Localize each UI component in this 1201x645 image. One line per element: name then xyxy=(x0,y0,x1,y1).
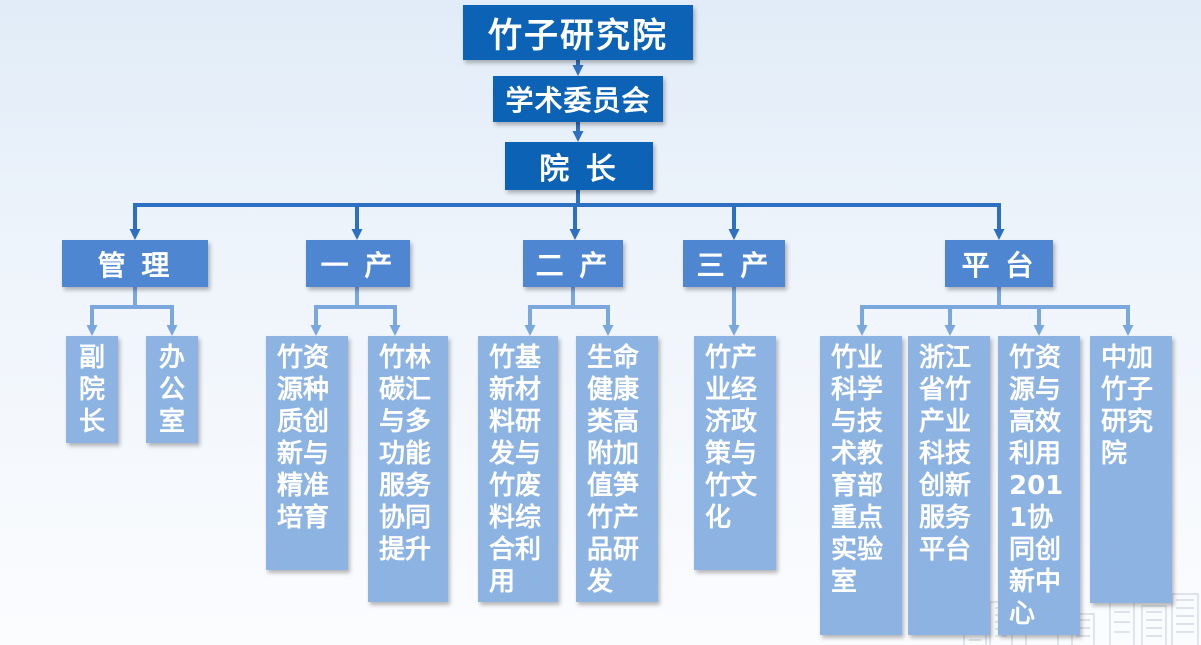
unit-line: 公 xyxy=(158,375,185,405)
unit-line: 竹废 xyxy=(489,471,542,501)
unit-line: 济政 xyxy=(705,407,758,437)
unit-line: 业经 xyxy=(705,375,758,405)
unit-zhejiang-innovation-platform: 浙江 省竹 产业 科技 创新 服务 平台 xyxy=(908,336,990,635)
unit-line: 协同 xyxy=(379,503,432,533)
unit-line: 与多 xyxy=(379,407,432,437)
unit-line: 竹文 xyxy=(705,471,758,501)
unit-line: 科学 xyxy=(831,375,884,405)
unit-line: 发 xyxy=(587,567,614,597)
unit-line: 用 xyxy=(489,567,516,597)
unit-bamboo-economy-policy-culture: 竹产 业经 济政 策与 竹文 化 xyxy=(694,336,776,570)
skyline-building xyxy=(1171,593,1199,645)
unit-line: 竹子 xyxy=(1101,375,1154,405)
unit-line: 附加 xyxy=(587,439,640,469)
unit-line: 副 xyxy=(78,343,105,373)
unit-line: 服务 xyxy=(919,503,972,533)
unit-line: 值笋 xyxy=(587,471,640,501)
unit-line: 院 xyxy=(78,375,105,405)
unit-bamboo-germplasm-innovation: 竹资 源种 质创 新与 精准 培育 xyxy=(266,336,348,570)
unit-line: 与技 xyxy=(831,407,884,437)
unit-line: 品研 xyxy=(587,535,640,565)
president-box: 院 长 xyxy=(505,142,653,190)
academic-committee-box: 学术委员会 xyxy=(493,76,663,122)
unit-line: 育部 xyxy=(831,471,884,501)
unit-line: 竹业 xyxy=(831,343,884,373)
unit-line: 竹资 xyxy=(277,343,330,373)
division-secondary-industry: 二 产 xyxy=(523,240,623,287)
unit-line: 精准 xyxy=(277,471,330,501)
unit-line: 省竹 xyxy=(919,375,972,405)
skyline-building xyxy=(1141,605,1167,645)
division-primary-industry: 一 产 xyxy=(306,240,410,287)
unit-line: 新与 xyxy=(277,439,330,469)
unit-line: 中加 xyxy=(1101,343,1154,373)
unit-sino-canada-bamboo-institute: 中加 竹子 研究 院 xyxy=(1090,336,1172,603)
unit-line: 碳汇 xyxy=(379,375,432,405)
unit-line: 竹基 xyxy=(489,343,542,373)
unit-line: 长 xyxy=(78,407,105,437)
unit-line: 1协 xyxy=(1009,503,1054,533)
division-management: 管 理 xyxy=(62,240,208,287)
unit-line: 生命 xyxy=(587,343,640,373)
unit-moe-key-laboratory: 竹业 科学 与技 术教 育部 重点 实验 室 xyxy=(820,336,902,635)
unit-line: 同创 xyxy=(1009,535,1062,565)
unit-line: 实验 xyxy=(831,535,884,565)
unit-line: 平台 xyxy=(919,535,972,565)
unit-line: 健康 xyxy=(587,375,640,405)
skyline-building xyxy=(1071,613,1095,645)
unit-line: 竹产 xyxy=(705,343,758,373)
unit-line: 高效 xyxy=(1009,407,1062,437)
unit-line: 功能 xyxy=(379,439,432,469)
unit-line: 料研 xyxy=(489,407,542,437)
unit-line: 化 xyxy=(705,503,732,533)
unit-line: 竹林 xyxy=(379,343,432,373)
unit-line: 合利 xyxy=(489,535,542,565)
unit-line: 服务 xyxy=(379,471,432,501)
unit-line: 策与 xyxy=(705,439,758,469)
unit-line: 院 xyxy=(1101,439,1128,469)
unit-line: 培育 xyxy=(277,503,330,533)
unit-line: 术教 xyxy=(831,439,884,469)
unit-line: 室 xyxy=(831,567,858,597)
unit-line: 科技 xyxy=(919,439,972,469)
unit-line: 产业 xyxy=(919,407,972,437)
unit-line: 竹产 xyxy=(587,503,640,533)
division-platform: 平 台 xyxy=(945,240,1053,287)
unit-line: 料综 xyxy=(489,503,542,533)
unit-line: 利用 xyxy=(1009,439,1062,469)
unit-bamboo-carbon-sink-services: 竹林 碳汇 与多 功能 服务 协同 提升 xyxy=(368,336,448,602)
unit-vice-president: 副 院 长 xyxy=(66,336,118,443)
unit-line: 类高 xyxy=(587,407,640,437)
unit-line: 研究 xyxy=(1101,407,1154,437)
unit-line: 新中 xyxy=(1009,567,1062,597)
unit-line: 源与 xyxy=(1009,375,1062,405)
unit-line: 发与 xyxy=(489,439,542,469)
unit-2011-collaborative-innovation-center: 竹资 源与 高效 利用 201 1协 同创 新中 心 xyxy=(998,336,1080,635)
unit-line: 浙江 xyxy=(919,343,972,373)
unit-line: 心 xyxy=(1009,599,1036,629)
unit-line: 201 xyxy=(1009,471,1064,501)
unit-line: 源种 xyxy=(277,375,330,405)
institute-box: 竹子研究院 xyxy=(463,5,693,60)
unit-line: 重点 xyxy=(831,503,884,533)
unit-line: 提升 xyxy=(379,535,432,565)
unit-line: 创新 xyxy=(919,471,972,501)
unit-office: 办 公 室 xyxy=(146,336,198,443)
division-tertiary-industry: 三 产 xyxy=(683,240,785,287)
unit-line: 室 xyxy=(158,407,185,437)
unit-line: 竹资 xyxy=(1009,343,1062,373)
unit-line: 办 xyxy=(158,343,185,373)
unit-bamboo-new-materials: 竹基 新材 料研 发与 竹废 料综 合利 用 xyxy=(478,336,558,602)
unit-line: 新材 xyxy=(489,375,542,405)
unit-line: 质创 xyxy=(277,407,330,437)
unit-life-health-bamboo-products: 生命 健康 类高 附加 值笋 竹产 品研 发 xyxy=(576,336,658,602)
